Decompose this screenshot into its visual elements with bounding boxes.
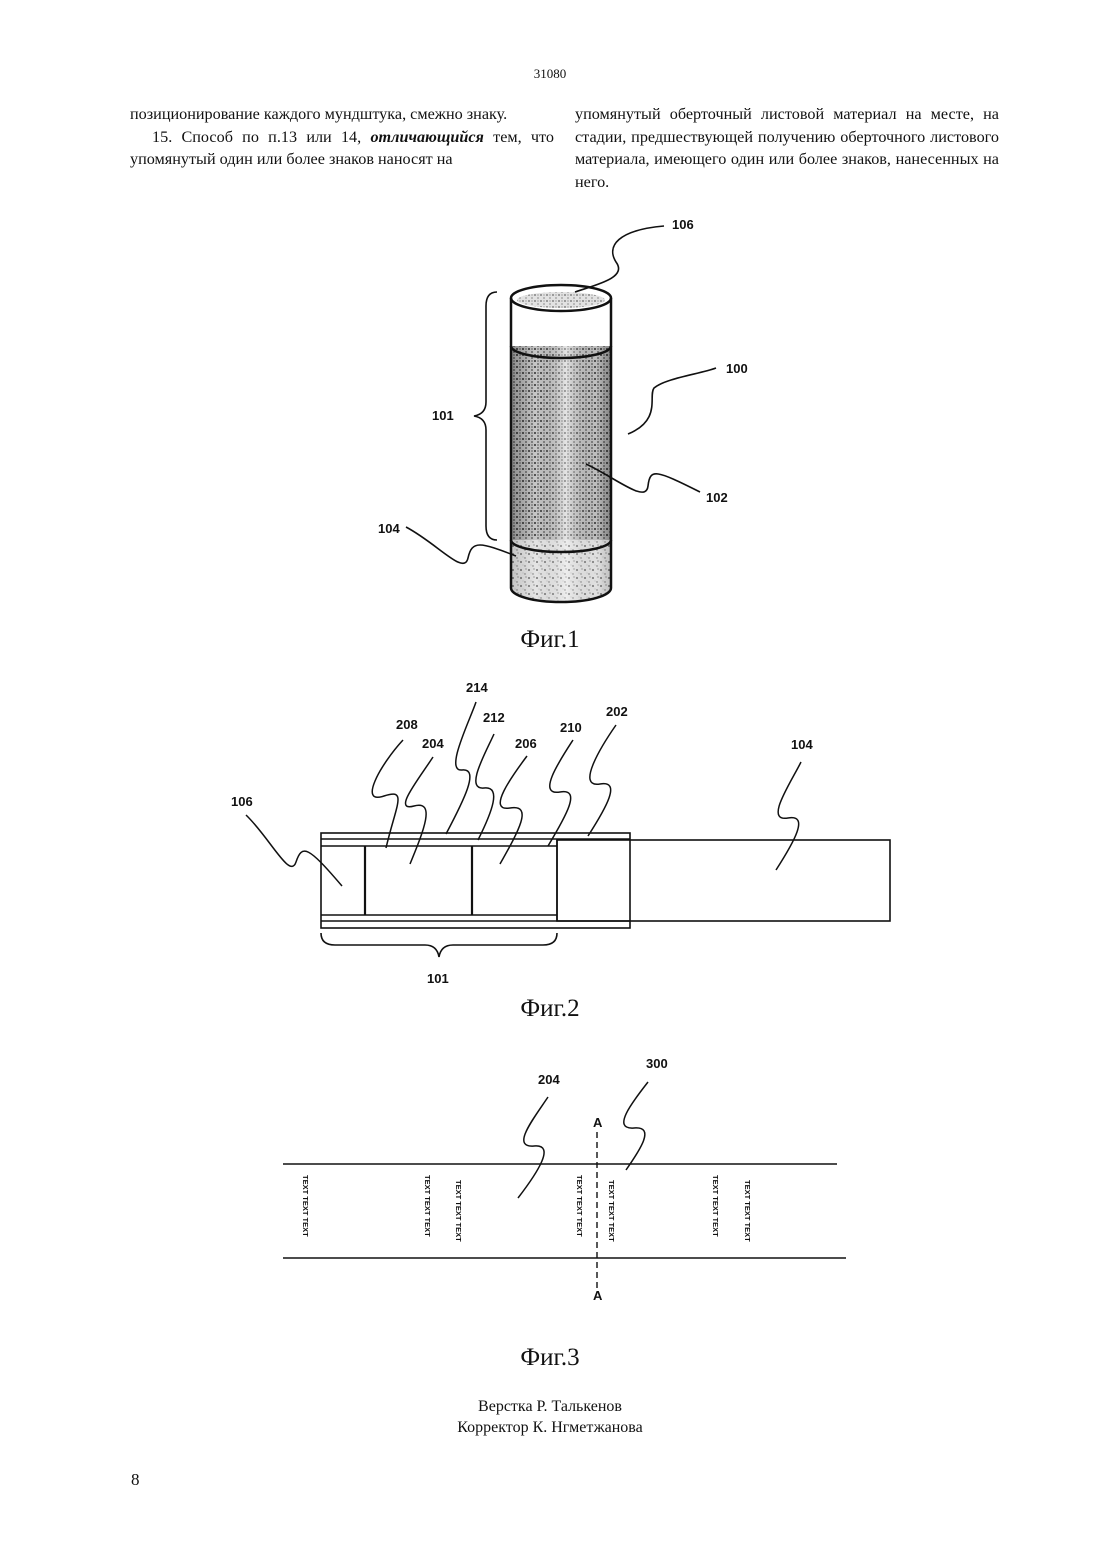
credit-corrector: Корректор К. Нгметжанова [0, 1417, 1100, 1438]
printed-mark-5: TEXT TEXT TEXT [607, 1180, 616, 1242]
leader-204-fig3 [518, 1097, 548, 1198]
credits: Верстка Р. Талькенов Корректор К. Нгметж… [0, 1396, 1100, 1438]
credit-layout: Верстка Р. Талькенов [0, 1396, 1100, 1417]
printed-mark-2: TEXT TEXT TEXT [423, 1175, 432, 1237]
printed-mark-6: TEXT TEXT TEXT [711, 1175, 720, 1237]
printed-mark-1: TEXT TEXT TEXT [301, 1175, 310, 1237]
leader-300 [624, 1082, 648, 1170]
printed-marks: TEXT TEXT TEXT TEXT TEXT TEXT TEXT TEXT … [301, 1175, 752, 1242]
wrapper-strip [283, 1164, 846, 1258]
section-label-a-top: A [593, 1115, 603, 1130]
printed-mark-4: TEXT TEXT TEXT [575, 1175, 584, 1237]
figure-3-caption: Фиг.3 [0, 1344, 1100, 1372]
figure-3-drawing: A A TEXT TEXT TEXT TEXT TEXT TEXT TEXT T… [0, 0, 1100, 1340]
label-204: 204 [538, 1072, 560, 1087]
label-300: 300 [646, 1056, 668, 1071]
section-label-a-bottom: A [593, 1288, 603, 1303]
page-number: 8 [131, 1470, 140, 1490]
printed-mark-7: TEXT TEXT TEXT [743, 1180, 752, 1242]
printed-mark-3: TEXT TEXT TEXT [454, 1180, 463, 1242]
